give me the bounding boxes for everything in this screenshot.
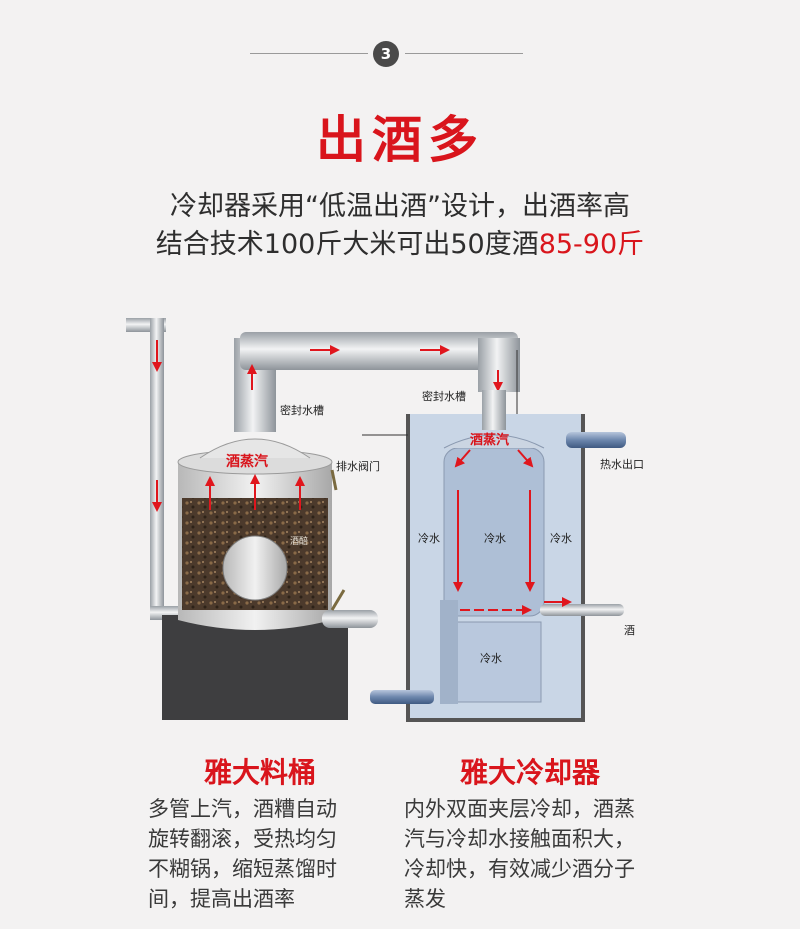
intro-line-2-text: 结合技术100斤大米可出50度酒 [155,229,539,260]
vapor-right-label: 酒蒸汽 [470,432,509,448]
vapor-transfer-pipe [234,332,520,412]
barrel-caption-line: 不糊锅，缩短蒸馏时 [148,857,337,881]
barrel-caption-line: 旋转翻滚，受热均匀 [148,827,337,851]
barrel-outlet-pipe [322,610,378,628]
condenser-caption-body: 内外双面夹层冷却，酒蒸 汽与冷却水接触面积大， 冷却快，有效减少酒分子 蒸发 [404,794,674,914]
headline: 出酒多 [316,110,484,169]
condenser-tank [406,390,585,722]
step-divider-right [405,53,523,54]
condenser-caption-line: 蒸发 [404,887,446,911]
seal-tank-left-label: 密封水槽 [280,403,324,417]
step-number-badge: 3 [373,41,399,67]
distillation-diagram: 密封水槽 酒蒸汽 排水阀门 酒醅 密封水槽 酒蒸汽 热水出口 冷水 冷水 冷水 … [126,318,644,722]
drain-valve-label: 排水阀门 [336,459,380,473]
cold-water-inlet-pipe [370,690,434,704]
cold-water-center-label: 冷水 [484,532,506,545]
intro-line-1: 冷却器采用“低温出酒”设计，出酒率高 [170,191,630,222]
intro-yield-highlight: 85-90斤 [538,229,645,260]
hot-water-outlet-label: 热水出口 [600,457,644,471]
condenser-caption-title: 雅大冷却器 [459,756,600,789]
seal-tank-right-label: 密封水槽 [422,389,466,403]
cold-water-bottom-label: 冷水 [480,652,502,665]
condenser-caption-line: 汽与冷却水接触面积大， [404,827,635,851]
barrel-caption-title: 雅大料桶 [203,756,316,789]
vapor-left-label: 酒蒸汽 [226,453,268,470]
intro-line-2: 结合技术100斤大米可出50度酒85-90斤 [0,222,800,261]
step-divider-left [250,53,368,54]
liquor-outlet-pipe [540,604,624,616]
condenser-caption-line: 冷却快，有效减少酒分子 [404,857,635,881]
barrel-caption-line: 间，提高出酒率 [148,887,295,911]
stove-base [162,615,348,720]
barrel-caption-line: 多管上汽，酒糟自动 [148,797,337,821]
condenser-caption-line: 内外双面夹层冷却，酒蒸 [404,797,635,821]
barrel-caption-body: 多管上汽，酒糟自动 旋转翻滚，受热均匀 不糊锅，缩短蒸馏时 间，提高出酒率 [148,794,380,914]
grain-label: 酒醅 [290,535,308,547]
cold-water-right-label: 冷水 [550,532,572,545]
cold-water-left-label: 冷水 [418,532,440,545]
liquor-outlet-label: 酒 [624,624,635,637]
fermentation-barrel [177,410,333,630]
hot-water-outlet-pipe [566,432,626,448]
